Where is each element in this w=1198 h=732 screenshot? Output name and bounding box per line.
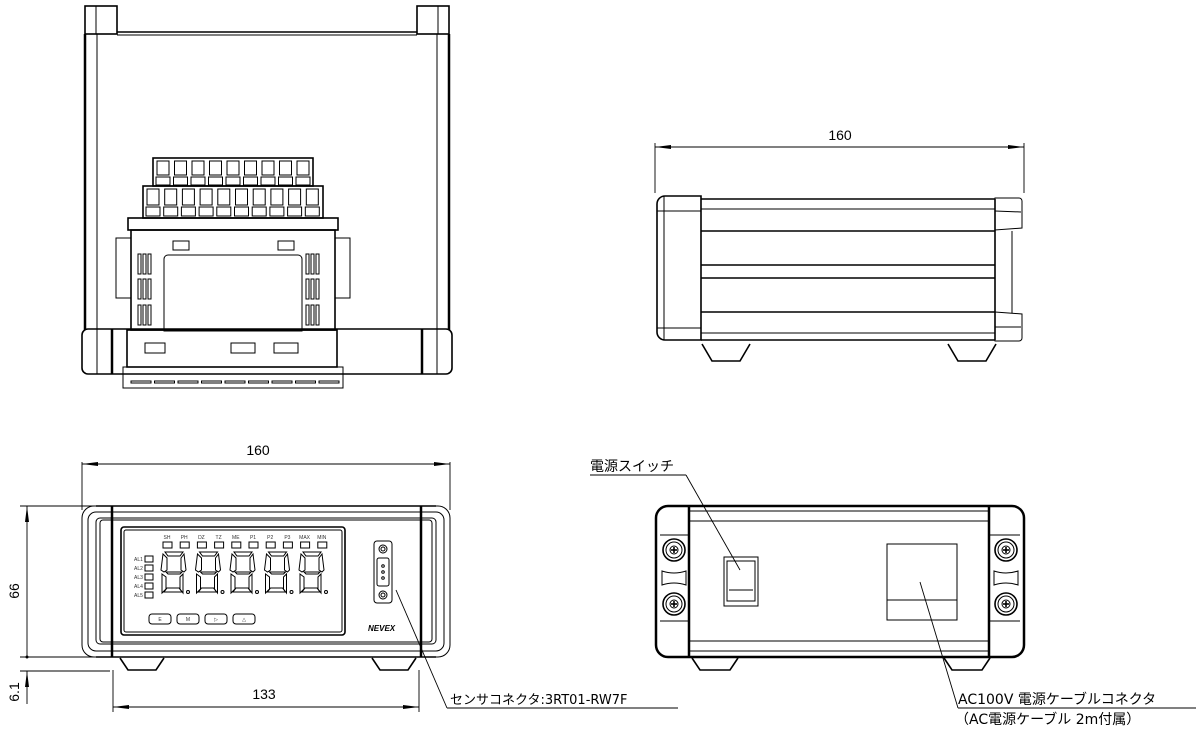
terminal-screw: [261, 160, 275, 176]
indicator-led: [300, 541, 311, 549]
sensor-connector-label: センサコネクタ:3RT01-RW7F: [450, 693, 628, 708]
front-button: [148, 613, 172, 625]
terminal-block-lower: [142, 185, 324, 219]
terminal-screw: [181, 188, 195, 206]
terminal-screw: [146, 188, 160, 206]
display-window: [120, 526, 346, 636]
indicator-label: DZ: [198, 535, 205, 541]
indicator-label: P3: [284, 535, 290, 541]
decimal-point: [289, 590, 294, 594]
rear-view: 電源スイッチ AC100V 電源ケーブルコネクタ （AC電源ケーブル 2m付属）: [590, 459, 1196, 728]
meter-housing-top: [127, 217, 339, 231]
indicator-led: [282, 541, 293, 549]
front-button-label: E: [158, 617, 162, 623]
terminal-screw: [296, 160, 310, 176]
terminal-screw: [279, 160, 292, 176]
indicator-label: MAX: [299, 535, 311, 541]
indicator-led: [179, 541, 190, 549]
indicator-label: ME: [232, 535, 240, 541]
indicator-led: [196, 541, 207, 549]
rear-housing: [654, 504, 1026, 659]
front-button: [204, 613, 228, 625]
indicator-led: [248, 541, 259, 549]
ac-connector-label-line1: AC100V 電源ケーブルコネクタ: [958, 691, 1156, 708]
decimal-point: [220, 590, 225, 594]
screw-icon: [994, 592, 1018, 616]
decimal-point: [186, 590, 190, 594]
decimal-point: [255, 590, 259, 594]
terminal-screw: [217, 188, 231, 206]
alarm-led: [144, 564, 154, 572]
side-width-dimension: 160: [828, 127, 852, 143]
bottom-width-dimension: 133: [252, 686, 276, 702]
sensor-connector-icon: [373, 540, 393, 604]
alarm-label: AL5: [134, 593, 143, 599]
alarm-label: AL4: [134, 584, 143, 590]
indicator-label: TZ: [216, 535, 222, 541]
power-switch: [723, 556, 759, 607]
indicator-label: MIN: [317, 535, 327, 541]
ac-connector: [886, 543, 958, 621]
terminal-screw: [174, 160, 187, 176]
nevex-logo: NEVEX: [368, 624, 396, 633]
alarm-led: [144, 591, 154, 599]
terminal-screw: [270, 188, 284, 206]
indicator-label: SH: [164, 535, 171, 541]
indicator-led: [231, 541, 242, 549]
indicator-label: P1: [250, 535, 256, 541]
terminal-screw: [235, 188, 248, 206]
alarm-label: AL1: [134, 557, 143, 563]
alarm-label: AL2: [134, 566, 143, 572]
seven-segment-display: [160, 551, 328, 595]
front-button: [232, 613, 256, 625]
indicator-led: [265, 541, 276, 549]
height-dimension: 66: [6, 583, 22, 599]
foot-dimension: 6.1: [6, 682, 22, 702]
alarm-led: [144, 555, 154, 563]
indicator-led: [317, 541, 328, 549]
terminal-screw: [164, 188, 178, 206]
terminal-screw: [191, 160, 205, 176]
digit: [194, 551, 225, 595]
alarm-label: AL3: [134, 575, 143, 581]
top-view: [81, 5, 453, 389]
terminal-screw: [226, 160, 240, 176]
screw-icon: [994, 538, 1018, 562]
side-view: 160: [654, 127, 1025, 362]
front-button: [176, 613, 200, 625]
terminal-screw: [244, 160, 257, 176]
indicator-label: P2: [267, 535, 273, 541]
front-button-label: △: [242, 617, 246, 623]
terminal-screw: [305, 188, 319, 206]
screw-icon: [662, 592, 686, 616]
terminal-screw: [288, 188, 302, 206]
terminal-screw: [199, 188, 213, 206]
digit: [160, 551, 190, 595]
digit: [263, 551, 294, 595]
terminal-block-upper: [152, 157, 314, 187]
terminal-screw: [252, 188, 266, 206]
indicator-label: PH: [181, 535, 188, 541]
ac-connector-label-line2: （AC電源ケーブル 2m付属）: [955, 711, 1140, 728]
front-width-dimension: 160: [246, 442, 270, 458]
terminal-screw: [209, 160, 222, 176]
alarm-led: [144, 573, 154, 581]
front-button-label: ▷: [214, 617, 218, 623]
indicator-led: [162, 541, 173, 549]
top-view-front-bezel: [81, 328, 453, 375]
top-right-cap: [416, 5, 450, 35]
power-switch-label: 電源スイッチ: [590, 459, 674, 475]
front-button-label: M: [186, 617, 190, 623]
indicator-led: [214, 541, 225, 549]
digit: [298, 551, 328, 595]
terminal-screw: [156, 160, 170, 176]
meter-housing: [130, 229, 336, 331]
top-left-cap: [84, 5, 118, 35]
alarm-led: [144, 582, 154, 590]
screw-icon: [662, 538, 686, 562]
decimal-point: [324, 590, 328, 594]
digit: [229, 551, 259, 595]
